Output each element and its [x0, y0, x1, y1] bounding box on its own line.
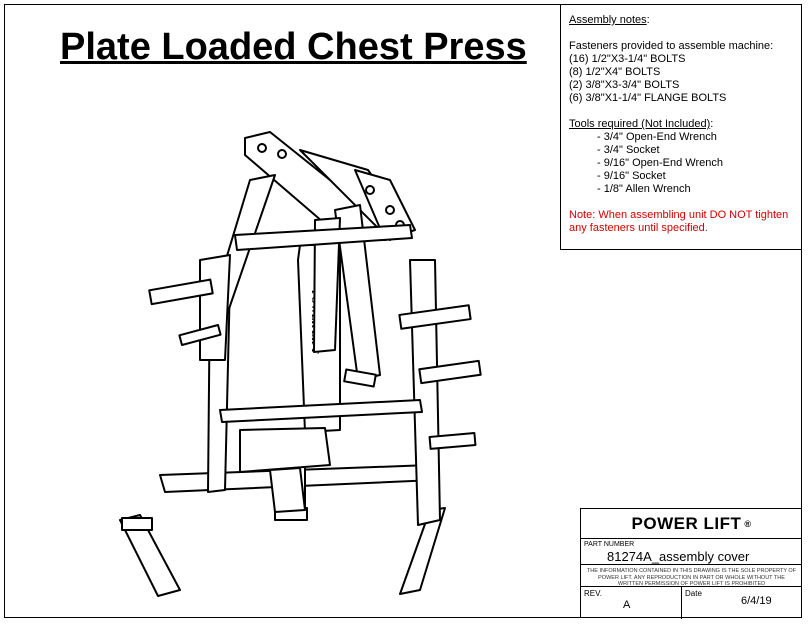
fastener-item: (2) 3/8"X3-3/4" BOLTS	[569, 79, 680, 91]
fastener-item: (8) 1/2"X4" BOLTS	[569, 66, 661, 78]
chest-press-machine-drawing: POWER LIFT	[119, 131, 482, 597]
right-arm-plate-horn-upper	[398, 304, 472, 330]
tool-item: - 9/16" Socket	[597, 170, 666, 182]
part-number-label: PART NUMBER	[584, 541, 635, 548]
assembly-notes-header: Assembly notes:	[569, 14, 796, 27]
rev-label: REV.	[584, 589, 602, 598]
page-title: Plate Loaded Chest Press	[60, 26, 527, 68]
fasteners-intro: Fasteners provided to assemble machine:	[569, 40, 774, 52]
assembly-notes-box: Assembly notes: Fasteners provided to as…	[560, 4, 802, 250]
tool-item: - 3/4" Socket	[597, 144, 660, 156]
tools-header: Tools required (Not Included):	[569, 118, 796, 131]
back-crossbar	[234, 224, 413, 251]
fastener-item: (16) 1/2"X3-1/4" BOLTS	[569, 53, 686, 65]
left-foot-pad	[121, 517, 153, 531]
right-press-arm	[334, 204, 381, 381]
part-number-row: PART NUMBER 81274A_assembly cover	[581, 539, 802, 565]
seat-support	[269, 467, 306, 513]
right-handle	[343, 368, 377, 388]
tool-item: - 3/4" Open-End Wrench	[597, 131, 717, 143]
left-foot	[119, 514, 181, 597]
right-upright	[409, 259, 441, 526]
tools-header-colon: :	[710, 118, 714, 130]
tool-item: - 1/8" Allen Wrench	[597, 183, 691, 195]
left-arm-lower	[199, 254, 231, 361]
date-value: 6/4/19	[741, 595, 772, 607]
brand-row: POWER LIFT®	[581, 509, 802, 539]
brand-name: POWER LIFT	[631, 513, 742, 533]
right-arm-plate-horn-lower	[418, 359, 482, 385]
sheet-border	[4, 4, 802, 618]
rev-date-row: REV. A Date 6/4/19	[581, 587, 802, 619]
date-label: Date	[685, 589, 702, 598]
assembly-notes-header-text: Assembly notes	[569, 14, 647, 26]
right-arm-lower	[313, 217, 341, 353]
rev-date-divider	[681, 587, 682, 619]
tool-item: - 9/16" Open-End Wrench	[597, 157, 723, 169]
assembly-warning: Note: When assembling unit DO NOT tighte…	[569, 209, 789, 234]
assembly-notes-header-colon: :	[646, 14, 650, 26]
rev-value: A	[623, 599, 631, 611]
left-arm-plate-horn	[148, 278, 214, 306]
tools-header-text: Tools required (Not Included)	[569, 118, 711, 130]
seat-pad	[239, 427, 331, 473]
left-handle	[178, 323, 222, 347]
fastener-item: (6) 3/8"X1-1/4" FLANGE BOLTS	[569, 92, 727, 104]
title-block: POWER LIFT® PART NUMBER 81274A_assembly …	[580, 508, 802, 619]
registered-mark: ®	[744, 518, 752, 529]
mid-crossbar	[219, 399, 423, 423]
part-number: 81274A_assembly cover	[607, 549, 750, 564]
disclaimer: THE INFORMATION CONTAINED IN THIS DRAWIN…	[581, 565, 802, 587]
right-arm-plate-horn-bottom	[428, 432, 477, 450]
